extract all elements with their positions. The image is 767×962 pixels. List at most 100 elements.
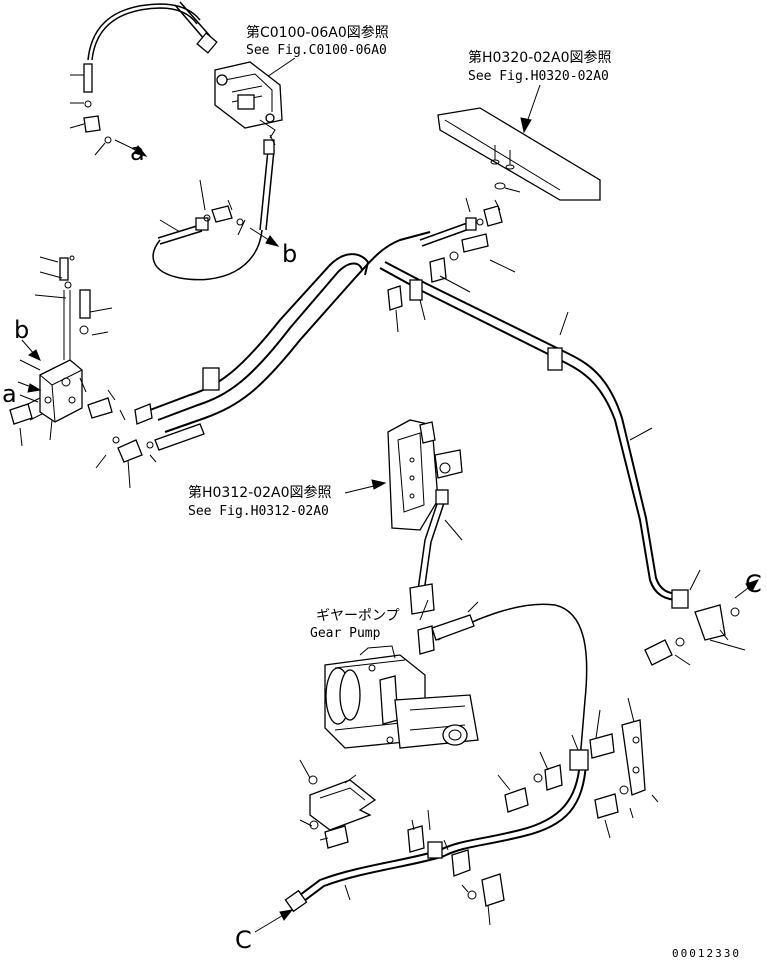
tube-clamp-2 (409, 279, 423, 301)
o-ring-10 (112, 436, 120, 444)
reference-h0312-leader (344, 484, 379, 494)
callout-c-right-letter: C (745, 570, 762, 598)
hose-end-left (154, 423, 205, 451)
top-hose-fitting (196, 32, 218, 54)
steel-tube-3 (379, 267, 681, 601)
reference-h0320: 第H0320-02A0図参照 See Fig.H0320-02A0 (468, 49, 612, 134)
washer-h0320 (494, 182, 506, 190)
loop-hose (152, 229, 263, 281)
o-ring-6 (730, 607, 740, 617)
lower-bracket-left (309, 779, 377, 831)
leader-line-pump (467, 601, 479, 613)
tee-fitting (83, 115, 101, 133)
clamp-half-lower (544, 764, 563, 791)
frame-bracket-h0320 (437, 107, 601, 201)
clip-lower (407, 825, 425, 853)
o-ring-8 (64, 281, 72, 289)
bolt-1 (461, 233, 489, 253)
reference-h0312-jp: 第H0312-02A0図参照 (188, 484, 332, 501)
leader-lines-block (19, 256, 157, 489)
tube-clamp-1 (202, 367, 220, 391)
short-hose-fitting (465, 217, 477, 231)
fitting-left-mid (134, 403, 153, 425)
callout-b-top-letter: b (282, 240, 297, 268)
reference-h0320-arrowhead (520, 117, 532, 134)
o-ring-2 (236, 218, 244, 226)
reference-h0312: 第H0312-02A0図参照 See Fig.H0312-02A0 (188, 479, 387, 519)
pump-hose-sleeve (409, 583, 435, 615)
washer-lower-right (619, 785, 629, 795)
bolt-lower-mid (504, 787, 529, 813)
clamp-half-bottom (451, 849, 471, 877)
lower-bracket-right (621, 719, 646, 796)
bolt-bottom-right (481, 873, 505, 907)
washer-lower-left-2 (309, 820, 319, 830)
o-ring-4 (104, 136, 112, 144)
washer-lower-mid (533, 773, 543, 783)
reference-c0100-en: See Fig.C0100-06A0 (246, 43, 387, 58)
protected-hose (299, 759, 581, 896)
bolt-vertical (59, 257, 69, 281)
o-ring-5 (476, 218, 484, 226)
junction-block (39, 359, 83, 423)
gear-pump-label-jp: ギヤーポンプ (316, 608, 400, 624)
steel-tube-2 (164, 231, 431, 433)
control-valve (214, 61, 283, 139)
leader-lines-bracket (419, 519, 463, 621)
plug-fitting (9, 403, 33, 425)
pump-hose-fitting-top (435, 489, 449, 505)
tube-clamp-4 (671, 589, 689, 609)
clamp-half-1 (429, 257, 447, 283)
bottom-hose-fitting (284, 889, 308, 913)
pump-hose-vertical (417, 494, 447, 593)
gear-pump-label: ギヤーポンプ Gear Pump (310, 608, 400, 641)
callout-c-bottom: C (235, 909, 294, 954)
callout-a-left-letter: a (2, 380, 17, 408)
gear-pump (324, 601, 588, 761)
top-hose-inner (91, 7, 198, 61)
lower-bracket-edge (319, 787, 366, 801)
steel-tube-1-inner (157, 262, 363, 421)
reference-c0100-jp: 第C0100-06A0図参照 (246, 24, 389, 41)
o-ring-11 (146, 441, 154, 449)
vertical-pipe (63, 290, 71, 360)
bolt-left (79, 289, 91, 319)
top-hose-assembly (69, 1, 283, 281)
bolt-lower-left (324, 825, 349, 849)
callout-a-top-letter: a (130, 138, 145, 166)
o-ring-1 (203, 214, 211, 222)
callout-b-left-letter: b (14, 316, 29, 344)
callout-b-left: b (14, 316, 41, 361)
top-hose (87, 3, 201, 61)
top-hose-sleeve (174, 1, 211, 41)
hose-clamp-right (569, 749, 589, 771)
o-ring-3 (84, 100, 92, 108)
loop-hose-fitting (195, 217, 209, 231)
bottom-hose-assembly (284, 697, 659, 926)
callout-a-top: a (114, 138, 148, 166)
leader-lines-tubes (395, 197, 746, 666)
hose-clamp-mid (427, 841, 443, 859)
callout-c-bottom-letter: C (235, 926, 252, 954)
washer-lower-left-1 (308, 775, 318, 785)
leader-lines-top (69, 74, 276, 236)
pump-hose-end (431, 614, 475, 641)
leader-lines-bottom (299, 697, 659, 926)
tube-end-block (694, 604, 726, 641)
mid-hose-fitting (263, 139, 275, 155)
drawing-number: 00012330 (672, 947, 741, 960)
junction-block-assembly (9, 255, 205, 489)
reference-h0320-jp: 第H0320-02A0図参照 (468, 49, 612, 66)
connector-fitting (644, 639, 673, 666)
clamp-lower-right (589, 733, 615, 759)
pump-inlet-fitting (417, 625, 435, 655)
washer-left (79, 325, 89, 335)
mid-hose-right (259, 149, 275, 231)
callout-b-top: b (249, 227, 297, 268)
elbow-fitting-2 (483, 205, 503, 227)
reference-h0320-en: See Fig.H0320-02A0 (468, 69, 609, 84)
protected-hose-outer (303, 761, 587, 902)
bolt-lower-right (594, 793, 619, 819)
